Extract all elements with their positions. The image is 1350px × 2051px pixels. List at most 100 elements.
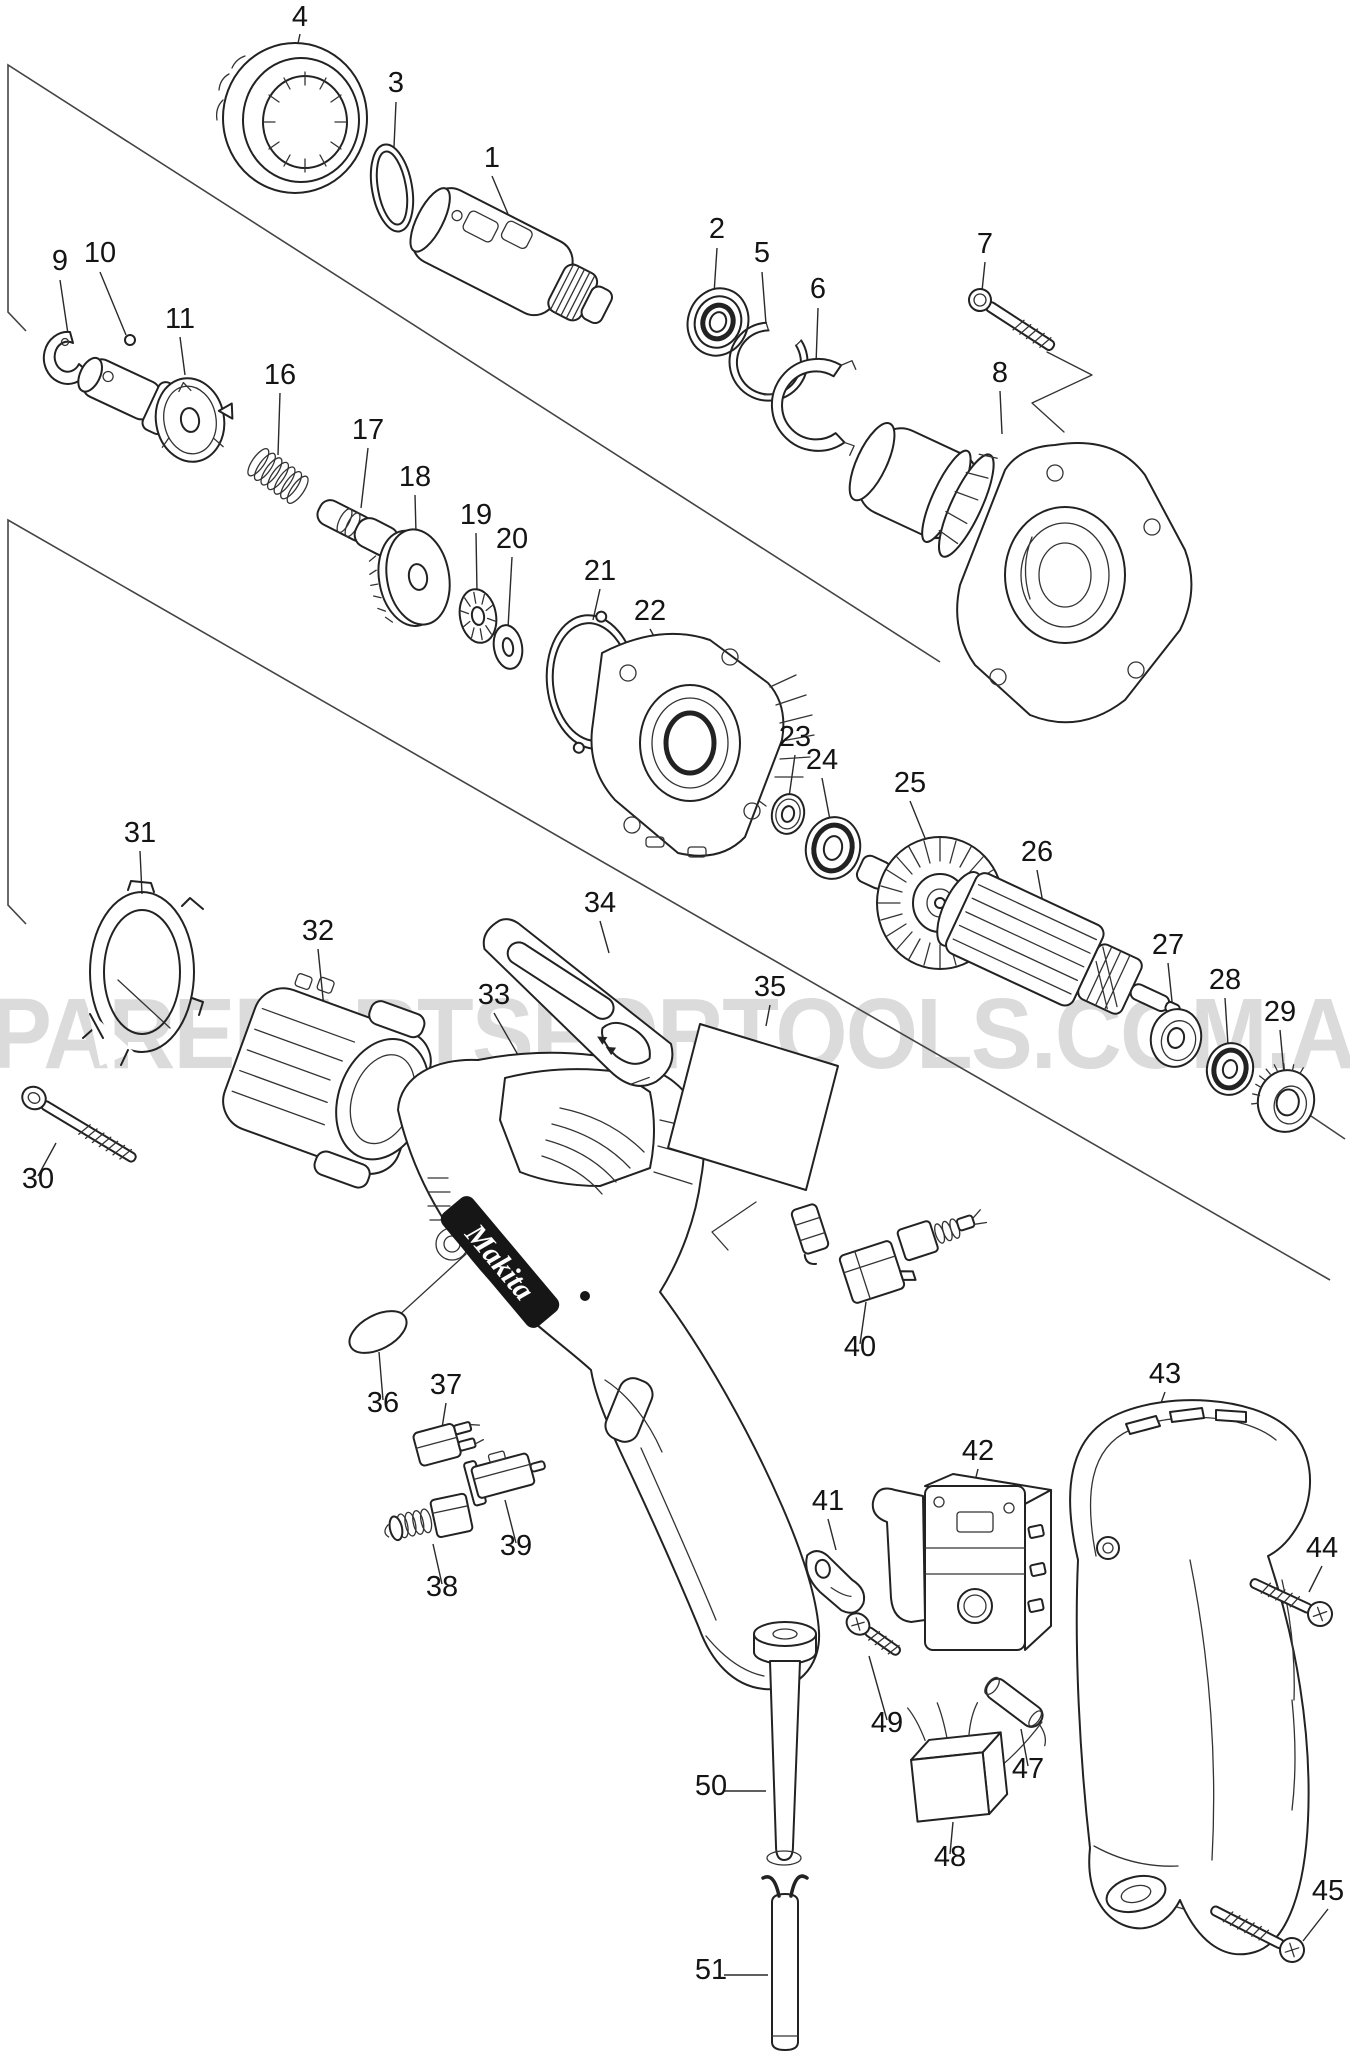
part-50-cord-guard xyxy=(753,1621,817,1866)
part-30-long-screw xyxy=(21,1085,137,1163)
leader-line-11 xyxy=(179,336,186,376)
leader-line-37 xyxy=(441,1402,447,1429)
part-18-spur-gear-disc xyxy=(368,528,451,627)
part-42-switch xyxy=(871,1473,1052,1651)
leader-line-36 xyxy=(378,1351,384,1401)
leader-line-19 xyxy=(475,532,478,593)
leader-line-6 xyxy=(815,307,819,365)
part-37-brush-holder xyxy=(412,1421,484,1467)
leader-line-7 xyxy=(981,261,986,292)
callout-number-37: 37 xyxy=(430,1369,462,1401)
callout-number-33: 33 xyxy=(478,979,510,1011)
part-47-capacitor xyxy=(984,1676,1047,1747)
leader-line-40 xyxy=(859,1301,867,1345)
leader-line-49 xyxy=(868,1655,888,1721)
leader-line-8 xyxy=(999,390,1003,435)
callout-number-20: 20 xyxy=(496,523,528,555)
leader-line-28 xyxy=(1224,997,1229,1046)
callout-number-43: 43 xyxy=(1149,1358,1181,1390)
callout-number-27: 27 xyxy=(1152,929,1184,961)
leader-line-23 xyxy=(788,754,796,798)
callout-number-24: 24 xyxy=(806,744,838,776)
part-41-lock-lever xyxy=(805,1550,866,1614)
callout-number-32: 32 xyxy=(302,915,334,947)
part-36-label-oval xyxy=(348,1310,408,1354)
part-35-name-plate xyxy=(667,1023,839,1191)
part-27-insulation-washer xyxy=(1149,1008,1203,1068)
callout-number-31: 31 xyxy=(124,817,156,849)
part-8-gear-housing xyxy=(848,422,1193,724)
part-44-screw xyxy=(1249,1578,1333,1627)
callout-number-5: 5 xyxy=(754,237,770,269)
leader-line-18 xyxy=(414,494,417,534)
callout-number-21: 21 xyxy=(584,555,616,587)
callout-number-2: 2 xyxy=(709,213,725,245)
part-28-ball-bearing xyxy=(1205,1042,1255,1096)
callout-number-47: 47 xyxy=(1012,1753,1044,1785)
leader-line-48 xyxy=(949,1821,954,1855)
callout-number-34: 34 xyxy=(584,887,616,919)
leader-line-45 xyxy=(1302,1908,1329,1942)
callout-number-29: 29 xyxy=(1264,996,1296,1028)
leader-line-9 xyxy=(59,279,69,335)
part-43-handle-cover xyxy=(1069,1399,1312,1956)
part-39-brush-holder-cap xyxy=(463,1450,546,1507)
callout-number-50: 50 xyxy=(695,1770,727,1802)
part-31-baffle-ring xyxy=(82,880,204,1066)
callout-number-3: 3 xyxy=(388,67,404,99)
part-33-motor-housing: Makita xyxy=(397,1051,821,1691)
leader-line-2 xyxy=(713,247,718,295)
callout-number-9: 9 xyxy=(52,245,68,277)
callout-number-51: 51 xyxy=(695,1954,727,1986)
callout-number-23: 23 xyxy=(779,721,811,753)
part-1-spindle-sleeve xyxy=(409,187,613,325)
leader-line-26 xyxy=(1036,869,1044,904)
leader-line-10 xyxy=(99,271,127,336)
callout-number-8: 8 xyxy=(992,357,1008,389)
callout-number-11: 11 xyxy=(165,303,195,335)
callout-number-16: 16 xyxy=(264,359,296,391)
part-51-power-cord xyxy=(761,1874,809,2051)
callout-number-22: 22 xyxy=(634,595,666,627)
leader-line-24 xyxy=(821,777,831,821)
part-49-screw xyxy=(845,1612,901,1656)
callout-number-6: 6 xyxy=(810,273,826,305)
section-frame-lines xyxy=(7,63,1346,1281)
part-34-belt-hook xyxy=(482,918,674,1087)
leader-line-25 xyxy=(909,800,928,844)
callout-number-42: 42 xyxy=(962,1435,994,1467)
part-26-armature xyxy=(936,871,1181,1016)
leader-line-20 xyxy=(507,556,513,629)
part-10-steel-ball xyxy=(124,334,136,346)
housing-dot xyxy=(580,1291,590,1301)
callout-number-49: 49 xyxy=(871,1707,903,1739)
part-3-o-ring xyxy=(369,143,415,233)
callout-number-36: 36 xyxy=(367,1387,399,1419)
part-45-screw xyxy=(1210,1905,1305,1963)
leader-line-41 xyxy=(827,1518,837,1551)
part-4-clutch-cap xyxy=(215,42,368,194)
part-22-bearing-retainer-plate xyxy=(590,632,815,858)
leader-line-1 xyxy=(491,175,509,215)
leader-line-17 xyxy=(360,447,369,509)
part-38-carbon-brush xyxy=(384,1492,474,1542)
leader-line-39 xyxy=(504,1499,517,1544)
callout-number-19: 19 xyxy=(460,499,492,531)
callout-number-30: 30 xyxy=(22,1163,54,1195)
part-29-bearing-retainer-ring xyxy=(1250,1063,1316,1133)
leader-line-38 xyxy=(432,1543,443,1585)
leader-line-31 xyxy=(139,850,143,895)
leader-line-3 xyxy=(393,101,397,148)
part-24-ball-bearing xyxy=(804,816,862,880)
part-16-spring xyxy=(247,448,309,504)
part-19-toothed-washer xyxy=(458,588,498,644)
part-11-cam xyxy=(77,356,234,463)
leader-line-34 xyxy=(599,920,610,954)
leader-line-30 xyxy=(37,1142,57,1177)
callout-number-40: 40 xyxy=(844,1331,876,1363)
callout-number-25: 25 xyxy=(894,767,926,799)
leader-line-5 xyxy=(761,271,767,325)
part-48-capacitor-box xyxy=(906,1702,1009,1823)
